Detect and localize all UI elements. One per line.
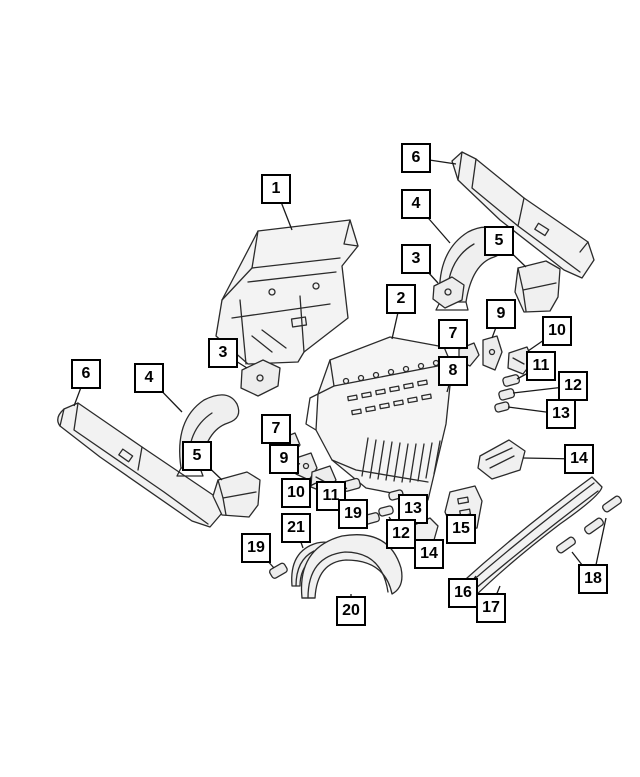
part-drawing-bracket-3-right (432, 276, 465, 309)
callout-19-box[interactable]: 19 (241, 533, 271, 563)
part-drawing-panel-14-right (477, 439, 526, 480)
callout-21-box[interactable]: 21 (281, 513, 311, 543)
callout-1-box[interactable]: 1 (261, 174, 291, 204)
part-drawing-clip-13-right (494, 401, 510, 413)
part-drawing-clip-12-left (378, 505, 394, 517)
callout-10-box[interactable]: 10 (542, 316, 572, 346)
callout-7-box[interactable]: 7 (438, 319, 468, 349)
callout-8-box[interactable]: 8 (438, 356, 468, 386)
part-drawing-clip-19-lower (269, 562, 288, 579)
part-drawing-support-5-left (212, 471, 261, 518)
callout-4-box[interactable]: 4 (134, 363, 164, 393)
part-drawing-center-floor-pan (305, 336, 453, 501)
callout-9-box[interactable]: 9 (486, 299, 516, 329)
callout-16-box[interactable]: 16 (448, 578, 478, 608)
part-drawing-wheel-liner-20 (300, 534, 403, 599)
callout-13-box[interactable]: 13 (546, 399, 576, 429)
callout-10-box[interactable]: 10 (281, 478, 311, 508)
callout-3-box[interactable]: 3 (208, 338, 238, 368)
callout-5-box[interactable]: 5 (484, 226, 514, 256)
callout-6-box[interactable]: 6 (401, 143, 431, 173)
callout-9-box[interactable]: 9 (269, 444, 299, 474)
part-drawing-rail-right (451, 151, 595, 279)
callout-15-box[interactable]: 15 (446, 514, 476, 544)
callout-14-box[interactable]: 14 (564, 444, 594, 474)
callout-3-box[interactable]: 3 (401, 244, 431, 274)
callout-14-box[interactable]: 14 (414, 539, 444, 569)
part-drawing-bracket-9-right (482, 335, 503, 371)
callout-11-box[interactable]: 11 (526, 351, 556, 381)
callout-4-box[interactable]: 4 (401, 189, 431, 219)
part-drawing-support-5-right (514, 260, 561, 313)
callout-12-box[interactable]: 12 (386, 519, 416, 549)
callout-11-box[interactable]: 11 (316, 481, 346, 511)
callout-7-box[interactable]: 7 (261, 414, 291, 444)
callout-18-box[interactable]: 18 (578, 564, 608, 594)
callout-2-box[interactable]: 2 (386, 284, 416, 314)
part-drawing-clips-18 (556, 495, 622, 554)
callout-5-box[interactable]: 5 (182, 441, 212, 471)
callout-17-box[interactable]: 17 (476, 593, 506, 623)
part-drawing-bracket-3-left (240, 359, 281, 397)
callout-20-box[interactable]: 20 (336, 596, 366, 626)
callout-19-box[interactable]: 19 (338, 499, 368, 529)
part-drawing-crossmember-16-17 (455, 476, 603, 600)
callout-12-box[interactable]: 12 (558, 371, 588, 401)
callout-13-box[interactable]: 13 (398, 494, 428, 524)
part-drawing-front-floor-pan (215, 219, 359, 365)
callout-6-box[interactable]: 6 (71, 359, 101, 389)
